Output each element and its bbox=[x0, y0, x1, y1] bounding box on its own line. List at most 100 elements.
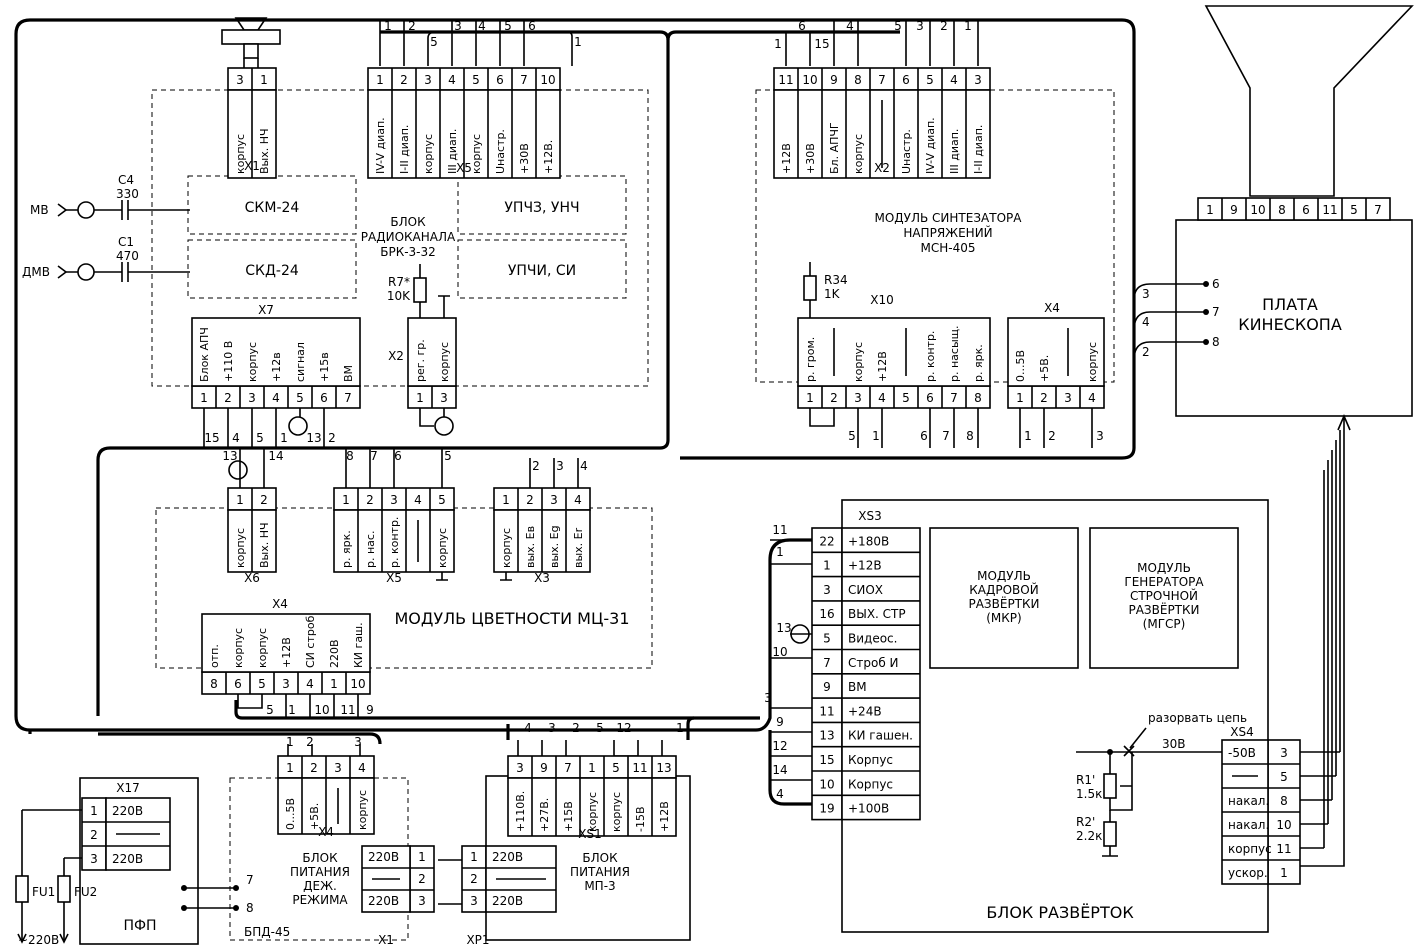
mkr-title-2: КАДРОВОЙ bbox=[969, 582, 1038, 597]
color-x4-pin-8: 8 bbox=[210, 677, 218, 691]
scan-xs3-label-9: Корпус bbox=[848, 753, 893, 767]
signal-wires bbox=[203, 20, 1341, 849]
color-x4-label-2: корпус bbox=[256, 628, 269, 668]
radio_block-x1-pin-3: 3 bbox=[236, 73, 244, 87]
synth-x4-label-3: корпус bbox=[1086, 342, 1099, 382]
color-x5-pin-4: 4 bbox=[414, 493, 422, 507]
color-x3-pin-4: 4 bbox=[574, 493, 582, 507]
synth-x2-label-5: Uнастр. bbox=[900, 129, 913, 174]
synth-x10-label-0: р. гром. bbox=[804, 337, 817, 382]
synth-x10-label-5: р. контр. bbox=[924, 331, 937, 382]
wire-x4c_bottom-0: 5 bbox=[266, 703, 274, 717]
ferrite-rings bbox=[228, 408, 810, 644]
radio_block-x7-pin-6: 6 bbox=[320, 391, 328, 405]
r2-label: R2' bbox=[1076, 815, 1095, 829]
color-x4-pin-4: 4 bbox=[306, 677, 314, 691]
radio_block-x2-label-0: рег. гр. bbox=[414, 339, 427, 382]
scan-xs4-pin-10: 10 bbox=[1276, 818, 1291, 832]
scan-xs4-pin-1: 1 bbox=[1280, 866, 1288, 880]
synth-x10-pin-7: 7 bbox=[950, 391, 958, 405]
scan-xs3-pin-15: 15 bbox=[819, 753, 834, 767]
wire-x10_bottom-3: 7 bbox=[942, 429, 950, 443]
synth-x4-pin-4: 4 bbox=[1088, 391, 1096, 405]
synth-x10-pin-4: 4 bbox=[878, 391, 886, 405]
scan-xs4-name: XS4 bbox=[1230, 725, 1253, 739]
wire-x7_bottom-5: 2 bbox=[328, 431, 336, 445]
scan-xs3-label-10: Корпус bbox=[848, 777, 893, 791]
color-x3-name: X3 bbox=[534, 571, 550, 585]
color-x4-pin-1: 1 bbox=[330, 677, 338, 691]
synth-x4-pin-1: 1 bbox=[1016, 391, 1024, 405]
bpd-x1-pin-1: 1 bbox=[418, 850, 426, 864]
kinescope-pin-7: 7 bbox=[1374, 203, 1382, 217]
synth-x2-pin-6: 6 bbox=[902, 73, 910, 87]
mgsr-title-2: ГЕНЕРАТОРА bbox=[1124, 575, 1204, 589]
wire-mp3_top-1: 3 bbox=[548, 721, 556, 735]
kinescope-side-pin-8: 8 bbox=[1212, 335, 1220, 349]
color-x4-pin-10: 10 bbox=[350, 677, 365, 691]
synth-x2-label-8: I-II диап. bbox=[972, 125, 985, 174]
synth-x2-label-2: Бл. АПЧГ bbox=[828, 122, 841, 174]
color-x4-pin-5: 5 bbox=[258, 677, 266, 691]
r7-value: 10K bbox=[387, 289, 411, 303]
color-x4-label-5: 220В bbox=[328, 639, 341, 668]
wire-x3c_top-1: 3 bbox=[556, 459, 564, 473]
wire-harness bbox=[14, 18, 1136, 806]
color-x6-label-0: корпус bbox=[234, 528, 247, 568]
radio_block-x5-label-7: +12В. bbox=[542, 140, 555, 174]
bpd-x4-pin-3: 3 bbox=[334, 761, 342, 775]
radio_block-x2-pin-3: 3 bbox=[440, 391, 448, 405]
wire-x5c_top-2: 6 bbox=[394, 449, 402, 463]
radio-block-title-2: РАДИОКАНАЛА bbox=[361, 230, 456, 244]
wire-xs3_left-1: 1 bbox=[776, 545, 784, 559]
color-x6-name: X6 bbox=[244, 571, 260, 585]
mkr-title-3: РАЗВЁРТКИ bbox=[968, 596, 1039, 611]
bpd-name: БПД-45 bbox=[244, 925, 290, 939]
pfp-name: ПФП bbox=[123, 918, 156, 934]
wire-x7_bottom-0: 15 bbox=[204, 431, 219, 445]
synth-x2-label-3: корпус bbox=[852, 134, 865, 174]
wire-xs3_left-2: 13 bbox=[776, 621, 791, 635]
wire-x3c_top-2: 4 bbox=[580, 459, 588, 473]
wire-x4c_bottom-4: 9 bbox=[366, 703, 374, 717]
wire-bpd_top-2: 3 bbox=[354, 735, 362, 749]
wire-top_x5-3: 4 bbox=[478, 19, 486, 33]
synth-x2-pin-9: 9 bbox=[830, 73, 838, 87]
synth-x2-pin-7: 7 bbox=[878, 73, 886, 87]
mp3-xs1-pin-1: 1 bbox=[588, 761, 596, 775]
mp3-xs1-pin-11: 11 bbox=[632, 761, 647, 775]
bpd-x4-label-3: корпус bbox=[356, 790, 369, 830]
pfp-x17-pin-1: 1 bbox=[90, 804, 98, 818]
color-x4-name: X4 bbox=[272, 597, 288, 611]
bpd-title-1: БЛОК bbox=[302, 851, 338, 865]
wire-x10_bottom-2: 6 bbox=[920, 429, 928, 443]
scan-xs4-label-3: накал. bbox=[1228, 818, 1269, 832]
radio_block-x5-pin-1: 1 bbox=[376, 73, 384, 87]
radio_block-x5-pin-2: 2 bbox=[400, 73, 408, 87]
wire-bpd_top-1: 2 bbox=[306, 735, 314, 749]
scan-xs3-label-11: +100В bbox=[848, 802, 889, 816]
color-x5-pin-5: 5 bbox=[438, 493, 446, 507]
synth-x2-label-1: +30В bbox=[804, 143, 817, 174]
wire-x5c_top-1: 7 bbox=[370, 449, 378, 463]
synth-x2-label-6: IV-V диап. bbox=[924, 117, 937, 174]
wire-xs3_left-7: 14 bbox=[772, 763, 787, 777]
mp3-xs1-pin-3: 3 bbox=[516, 761, 524, 775]
scan-xs3-label-4: Видеос. bbox=[848, 632, 897, 646]
kinescope-wire-0: 3 bbox=[1142, 287, 1150, 301]
pfp-x17-name: X17 bbox=[116, 781, 140, 795]
wire-xs3_left-4: 3 bbox=[764, 691, 772, 705]
scan-xs4-label-0: -50В bbox=[1228, 746, 1256, 760]
color-x3-label-1: вых. Ев bbox=[524, 526, 537, 568]
synth-x10-name: X10 bbox=[870, 293, 894, 307]
bpd-x1-pin-3: 3 bbox=[418, 894, 426, 908]
kinescope-pin-1: 1 bbox=[1206, 203, 1214, 217]
mgsr-title-1: МОДУЛЬ bbox=[1137, 561, 1191, 575]
bpd-block: БЛОК ПИТАНИЯ ДЕЖ. РЕЖИМА БПД-45 7 8 bbox=[229, 777, 409, 941]
